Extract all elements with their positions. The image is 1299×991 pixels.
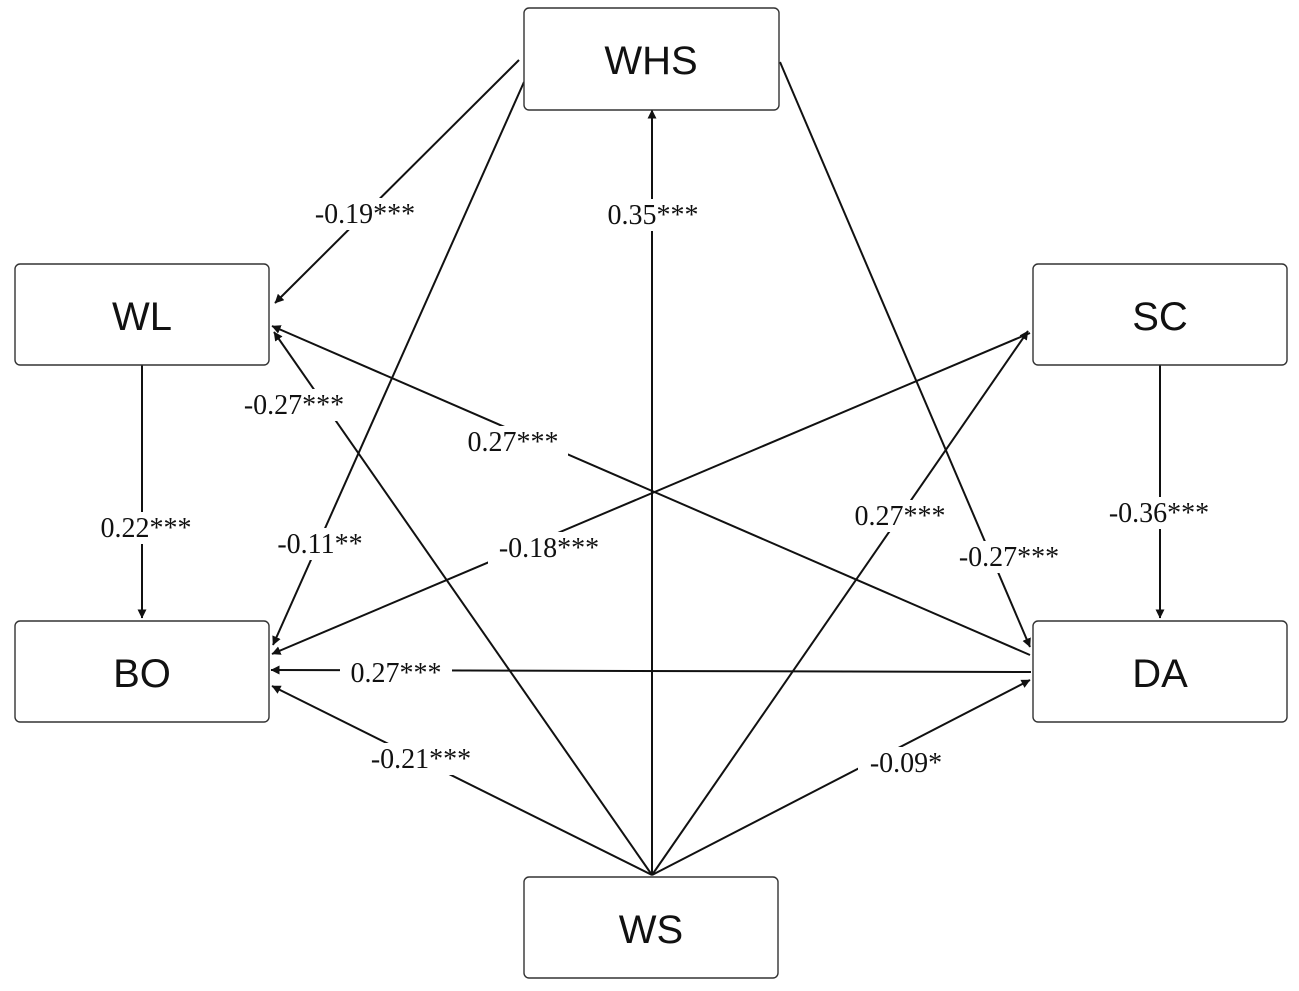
edge-ws-bo [271,685,653,876]
coefficient-labels: -0.19*** 0.35*** -0.27*** 0.27*** 0.22**… [90,198,1220,779]
edge-da-wl [271,325,1031,656]
node-sc: SC [1032,263,1288,366]
coef-wl-bo: 0.22*** [101,513,192,544]
edge-ws-da [651,679,1031,876]
coef-ws-da: -0.09* [870,748,942,779]
node-sc-label: SC [1132,295,1188,339]
node-whs-label: WHS [604,39,697,83]
node-bo-label: BO [113,652,171,696]
node-whs: WHS [523,7,780,111]
node-wl: WL [14,263,270,366]
coef-da-bo: 0.27*** [351,658,442,689]
edge-sc-bo [271,332,1031,655]
node-ws-label: WS [619,908,683,952]
coef-ws-bo: -0.21*** [371,744,471,775]
node-da: DA [1032,620,1288,723]
edges [137,59,1165,876]
node-wl-label: WL [112,295,172,339]
coef-sc-bo: -0.18*** [499,533,599,564]
coef-ws-whs: 0.35*** [608,200,699,231]
coef-da-wl: 0.27*** [468,427,559,458]
node-da-label: DA [1132,652,1188,696]
coef-ws-wl: -0.27*** [244,390,344,421]
coef-whs-wl: -0.19*** [315,199,415,230]
coef-ws-sc: 0.27*** [855,501,946,532]
node-ws: WS [523,876,779,979]
edge-ws-wl [273,331,653,876]
edge-ws-sc [651,330,1029,876]
coef-whs-da: -0.27*** [959,542,1059,573]
node-bo: BO [14,620,270,723]
edge-whs-bo [272,81,525,646]
coef-whs-bo: -0.11** [277,529,362,560]
edge-whs-wl [274,59,520,304]
coef-sc-da: -0.36*** [1109,498,1209,529]
